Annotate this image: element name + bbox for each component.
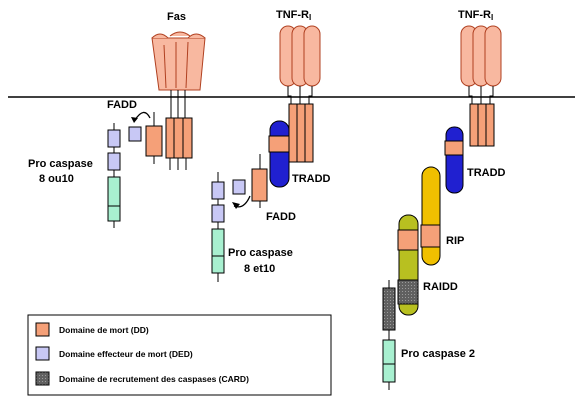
tradd-right: [444, 126, 464, 194]
legend-swatch-card: [35, 371, 50, 386]
legend: Domaine de mort (DD) Domaine effecteur d…: [27, 314, 332, 396]
legend-label-card: Domaine de recrutement des caspases (CAR…: [59, 374, 249, 384]
fas-label: Fas: [167, 11, 186, 23]
fadd-middle-label: FADD: [266, 211, 296, 223]
tnfr-middle-label: TNF-RI: [276, 9, 311, 22]
tnfr-right-label-main: TNF-R: [458, 9, 491, 21]
legend-swatch-dd: [35, 322, 50, 337]
legend-swatch-ded: [35, 346, 50, 361]
tnfr-receptor-middle: [279, 25, 321, 163]
rip: [420, 166, 441, 266]
procaspase-2-label: Pro caspase 2: [401, 348, 475, 360]
fadd-middle: [232, 154, 268, 209]
tnfr-receptor-right: [460, 25, 502, 147]
tnfr-right-label-sub: I: [491, 13, 493, 22]
tnfr-middle-label-sub: I: [309, 13, 311, 22]
procaspase-2: [382, 280, 396, 390]
rip-label: RIP: [446, 235, 464, 247]
tradd-right-label: TRADD: [467, 167, 506, 179]
tnfr-right-label: TNF-RI: [458, 9, 493, 22]
legend-label-ded: Domaine effecteur de mort (DED): [59, 349, 193, 359]
raidd-label: RAIDD: [423, 281, 458, 293]
tradd-middle-label: TRADD: [292, 173, 331, 185]
procaspase-8-et-10-label-2: 8 et10: [244, 263, 275, 275]
fas-receptor: [151, 31, 206, 170]
tradd-middle: [268, 120, 290, 188]
procaspase-8-10: [107, 123, 121, 228]
fadd-fas: [128, 111, 163, 164]
procaspase-8-et-10: [211, 172, 225, 282]
procaspase-8-et-10-label-1: Pro caspase: [228, 247, 293, 259]
tnfr-middle-label-main: TNF-R: [276, 9, 309, 21]
legend-label-dd: Domaine de mort (DD): [59, 325, 149, 335]
procaspase-8-10-label-2: 8 ou10: [39, 173, 74, 185]
procaspase-8-10-label-1: Pro caspase: [28, 158, 93, 170]
raidd: [397, 214, 419, 316]
fadd-fas-label: FADD: [107, 99, 137, 111]
